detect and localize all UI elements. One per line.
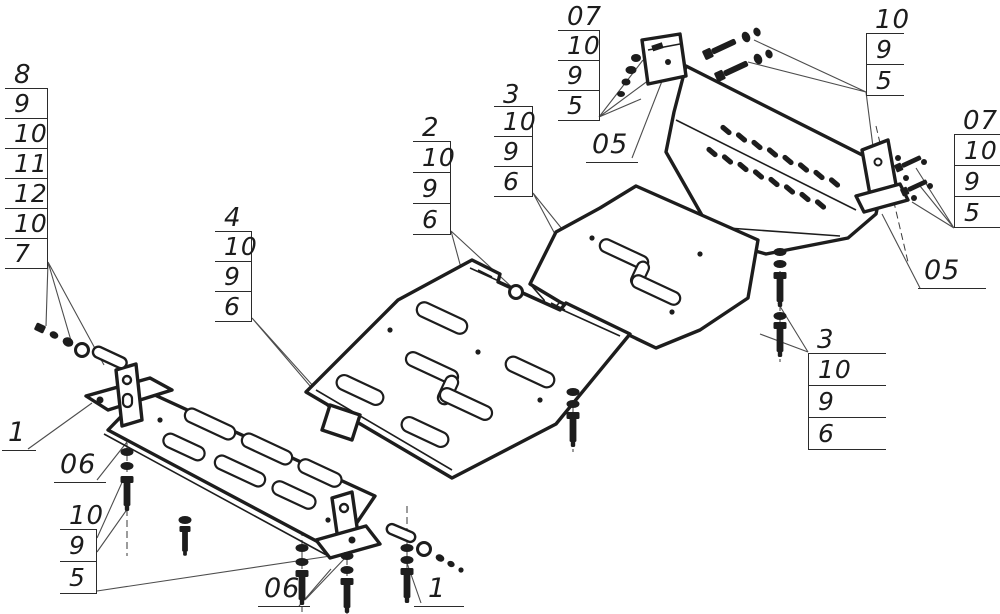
- callout-right-lower-stack: 3 10 9 6: [808, 327, 886, 450]
- callout-cell: 9: [413, 173, 450, 204]
- fasteners-bottom-diagonal: [385, 522, 464, 573]
- callout-cell: 5: [567, 91, 584, 120]
- bracket-right-05: [854, 138, 933, 214]
- callout-header: 3: [503, 80, 521, 110]
- callout-plate2-stack: 2 10 9 6: [413, 113, 455, 235]
- fasteners-left-diagonal: [34, 322, 128, 370]
- callout-cell: 5: [876, 65, 893, 95]
- callout-cell: 7: [14, 239, 31, 268]
- callout-cell: 10: [5, 209, 47, 239]
- label-05-top: 05: [586, 130, 639, 164]
- callout-plate4-stack: 4 10 9 6: [215, 203, 257, 322]
- bolt-stack-below-engine-plate: [773, 248, 787, 357]
- callout-cell: 5: [69, 563, 86, 592]
- callout-header: 4: [224, 203, 242, 233]
- callout-cell: 10: [215, 232, 257, 262]
- bolt-cluster-right: [893, 153, 933, 201]
- label-05-right: 05: [918, 256, 986, 290]
- callout-header: 3: [817, 325, 835, 355]
- callout-cell: 9: [558, 61, 599, 91]
- callout-left-stack: 8 9 10 11 12 10 7: [5, 62, 48, 269]
- callout-header: 07: [963, 106, 999, 136]
- plate-gearbox: [304, 258, 632, 480]
- label-1-left: 1: [2, 418, 37, 452]
- callout-cell: 9: [809, 386, 886, 418]
- callout-cell: 9: [215, 262, 251, 292]
- callout-cell: 6: [503, 167, 520, 196]
- callout-cell: 10: [558, 31, 600, 61]
- callout-cell: 10: [5, 119, 47, 149]
- callout-header: 10: [69, 501, 105, 531]
- callout-cell: 10: [809, 354, 886, 386]
- bracket-top-05: [617, 32, 688, 97]
- callout-top-middle-stack: 07 10 9 5: [558, 2, 603, 121]
- callout-cell: 10: [413, 142, 455, 173]
- callout-header: 2: [422, 113, 440, 143]
- callout-cell: 9: [494, 137, 532, 167]
- callout-top-right-stack: 10 9 5: [866, 5, 911, 96]
- callout-bottom-left-stack: 10 9 5: [60, 501, 105, 594]
- callout-header: 07: [567, 2, 603, 32]
- callout-cell: 12: [5, 179, 47, 209]
- bracket-plate1-left: [84, 362, 174, 428]
- callout-cell: 9: [955, 166, 1000, 197]
- label-1-bottom: 1: [414, 574, 464, 608]
- callout-cell: 10: [494, 107, 536, 137]
- bolts-top-diagonal: [701, 27, 773, 83]
- callout-cell: 6: [818, 419, 835, 448]
- callout-header: 10: [875, 5, 911, 35]
- bracket-plate1-right: [314, 490, 382, 560]
- callout-cell: 11: [5, 149, 47, 179]
- callout-cell: 9: [5, 89, 47, 119]
- callout-cell: 6: [422, 204, 439, 234]
- bracket-plate2-left: [320, 403, 362, 442]
- callout-cell: 10: [955, 135, 1000, 166]
- label-06-left: 06: [54, 450, 107, 484]
- label-06-bottom: 06: [258, 574, 311, 608]
- callout-right-stack: 07 10 9 5: [954, 108, 1000, 228]
- callout-cell: 6: [224, 292, 241, 321]
- bolt-stack-top-left: [617, 54, 641, 97]
- callout-header: 8: [14, 60, 32, 90]
- callout-plate3-stack: 3 10 9 6: [494, 80, 536, 197]
- callout-cell: 5: [964, 197, 981, 227]
- callout-cell: 9: [867, 34, 904, 65]
- callout-cell: 9: [60, 530, 96, 562]
